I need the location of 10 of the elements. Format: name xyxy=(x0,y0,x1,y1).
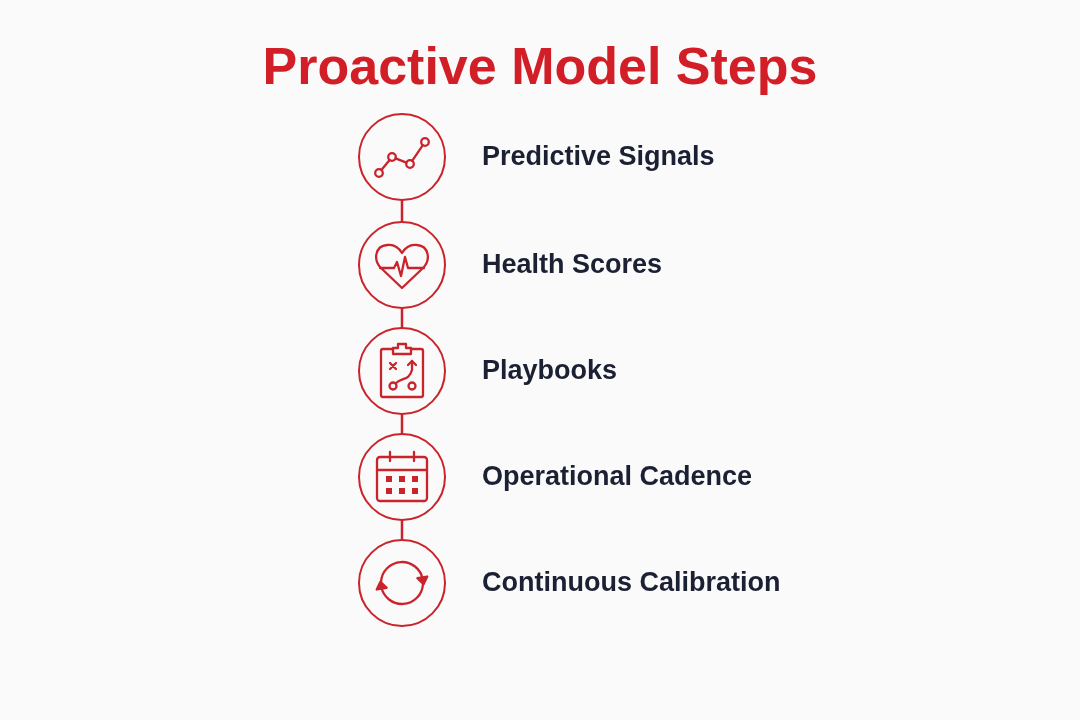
connector-line xyxy=(400,520,404,540)
connector-line xyxy=(400,414,404,434)
step-label: Operational Cadence xyxy=(482,460,753,492)
diagram-title: Proactive Model Steps xyxy=(262,36,818,97)
connector-line xyxy=(400,308,404,328)
step-label: Continuous Calibration xyxy=(482,566,781,598)
step-label: Predictive Signals xyxy=(482,140,715,172)
step-label: Health Scores xyxy=(482,248,663,280)
connector-line xyxy=(400,200,404,222)
step-label: Playbooks xyxy=(482,354,618,386)
